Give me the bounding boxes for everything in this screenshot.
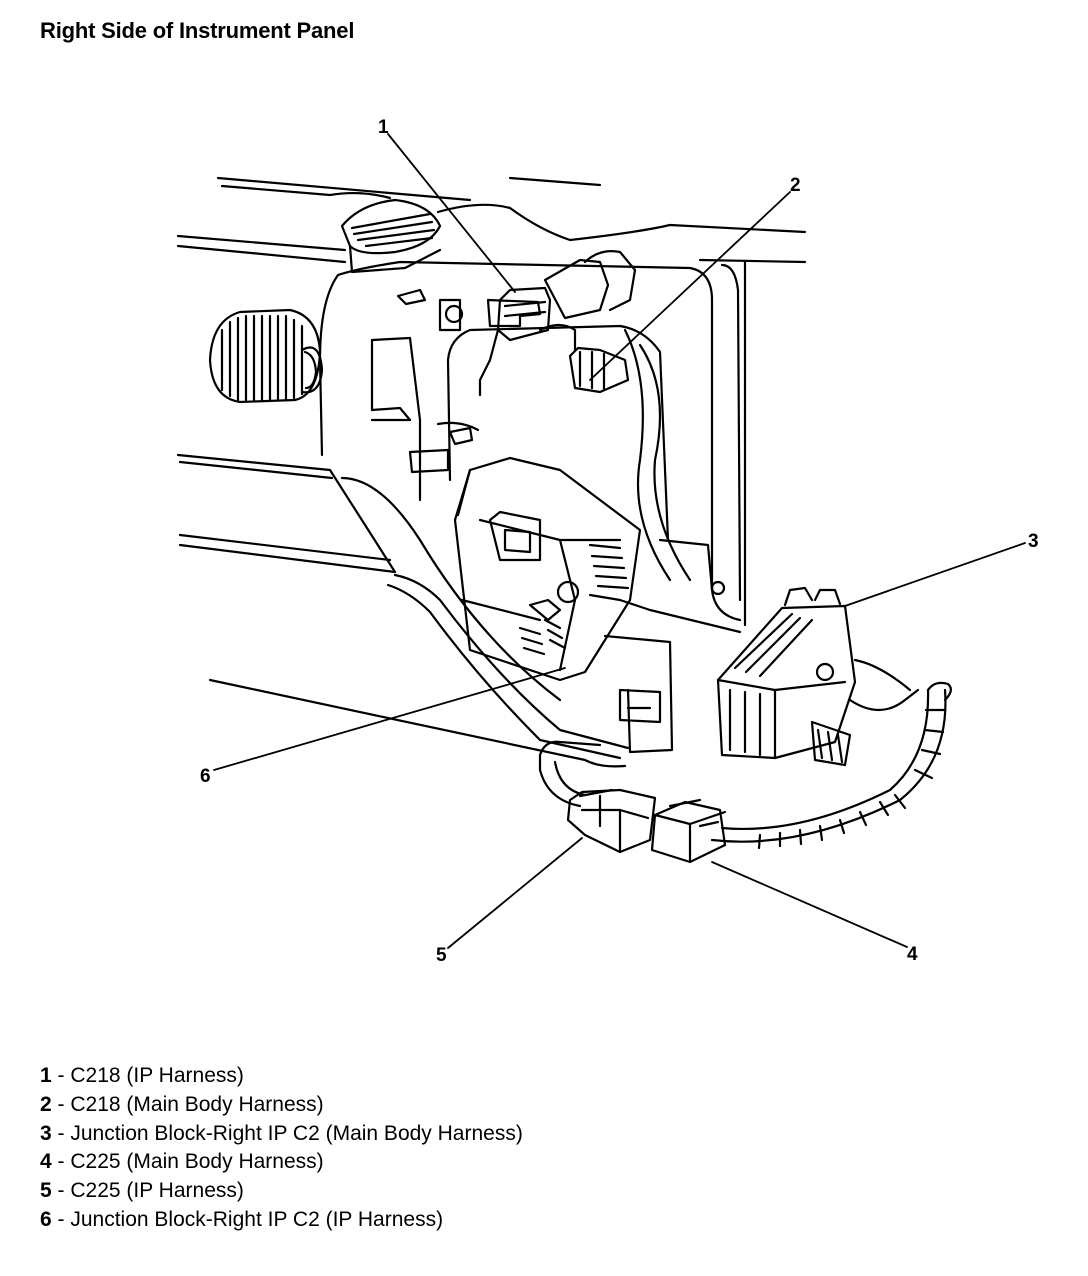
callout-2: 2	[790, 175, 801, 196]
connector-3-body	[710, 580, 857, 767]
legend-text: C225 (IP Harness)	[70, 1179, 244, 1203]
page-title: Right Side of Instrument Panel	[40, 18, 355, 43]
callout-labels: 1 2 3 4 5 6	[200, 117, 1039, 966]
connector-c225-pair	[566, 788, 727, 864]
legend-number: 6	[40, 1207, 52, 1231]
dash-top-lines	[176, 176, 807, 264]
legend-separator: -	[51, 1064, 71, 1087]
legend-number: 5	[40, 1179, 52, 1203]
end-cap-opening	[370, 324, 670, 542]
legend-number: 2	[40, 1092, 52, 1116]
lower-trim-panel	[208, 468, 674, 768]
legend-item: 3 - Junction Block-Right IP C2 (Main Bod…	[40, 1120, 523, 1149]
legend-text: Junction Block-Right IP C2 (IP Harness)	[70, 1207, 444, 1231]
connector-c218-cluster	[436, 250, 637, 446]
leader-lines	[213, 133, 1026, 949]
legend-separator: -	[51, 1207, 71, 1231]
legend-number: 4	[40, 1150, 52, 1174]
legend-text: C218 (Main Body Harness)	[70, 1092, 324, 1116]
callout-5: 5	[436, 945, 447, 966]
legend-list: 1 - C218 (IP Harness) 2 - C218 (Main Bod…	[40, 1062, 523, 1235]
callout-4: 4	[907, 944, 918, 965]
legend-text: Junction Block-Right IP C2 (Main Body Ha…	[70, 1121, 523, 1145]
legend-item: 2 - C218 (Main Body Harness)	[40, 1091, 523, 1120]
callout-3: 3	[1028, 531, 1039, 552]
legend-item: 4 - C225 (Main Body Harness)	[40, 1148, 523, 1177]
legend-separator: -	[51, 1121, 71, 1145]
callout-6: 6	[200, 766, 211, 787]
legend-text: C218 (IP Harness)	[70, 1064, 244, 1087]
legend-item: 6 - Junction Block-Right IP C2 (IP Harne…	[40, 1206, 523, 1235]
junction-block	[453, 456, 742, 682]
legend-number: 1	[40, 1064, 52, 1087]
legend-item: 5 - C225 (IP Harness)	[40, 1177, 523, 1206]
defroster-vent	[340, 198, 442, 274]
legend-separator: -	[51, 1179, 71, 1203]
legend-text: C225 (Main Body Harness)	[70, 1150, 324, 1174]
wire-harness	[538, 328, 952, 850]
legend-separator: -	[51, 1092, 71, 1116]
side-air-vent	[208, 308, 324, 404]
legend-item: 1 - C218 (IP Harness)	[40, 1062, 523, 1091]
legend-number: 3	[40, 1121, 52, 1145]
callout-1: 1	[378, 117, 389, 138]
legend-separator: -	[51, 1150, 71, 1174]
